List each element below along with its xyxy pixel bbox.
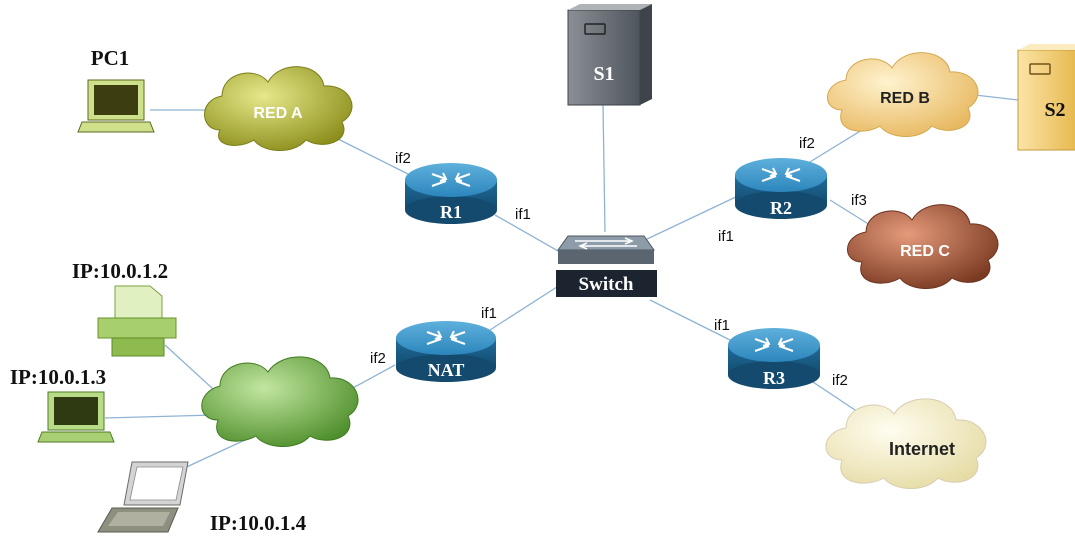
link-switch-r3 — [649, 299, 741, 346]
printer: IP:10.0.1.2 — [72, 259, 177, 357]
cloud-internet: Internet — [825, 398, 987, 490]
r1-if2-label: if2 — [395, 150, 411, 167]
link-s1-switch — [602, 104, 606, 233]
nat-if2-label: if2 — [370, 350, 386, 367]
router-r2: R2 — [735, 158, 827, 219]
router-r3: R3 — [728, 328, 820, 389]
red-a-label: RED A — [253, 105, 303, 122]
r3-if2-label: if2 — [832, 372, 848, 389]
r3-label: R3 — [763, 368, 785, 388]
s2-label: S2 — [1044, 99, 1065, 121]
internet-label: Internet — [889, 439, 955, 459]
interface-labels: if2 if1 if2 if3 if1 if1 if2 if1 if2 — [370, 135, 867, 389]
link-switch-nat — [489, 284, 561, 331]
printer-ip-label: IP:10.0.1.2 — [72, 259, 168, 283]
link-laptop-lan — [179, 439, 246, 471]
link-pc3-lan — [104, 414, 216, 419]
switch-label: Switch — [579, 274, 634, 295]
cloud-lan — [201, 356, 359, 448]
link-reda-r1 — [329, 134, 411, 176]
cloud-red-b: RED B — [827, 52, 979, 138]
router-r1: R1 — [405, 163, 497, 224]
router-nat: NAT — [396, 321, 496, 382]
red-c-label: RED C — [900, 243, 950, 260]
link-switch-r2 — [644, 194, 741, 241]
nat-if1-label: if1 — [481, 305, 497, 322]
pc3-ip-label: IP:10.0.1.3 — [10, 365, 106, 389]
r1-if1-label: if1 — [515, 206, 531, 223]
pc1-computer: PC1 — [77, 46, 155, 133]
cloud-red-a: RED A — [204, 66, 353, 152]
nat-label: NAT — [428, 360, 465, 380]
pc1-label: PC1 — [91, 46, 130, 70]
s1-label: S1 — [593, 63, 614, 85]
laptop: IP:10.0.1.4 — [97, 461, 307, 535]
r2-if1-label: if1 — [718, 228, 734, 245]
link-r1-switch — [494, 214, 566, 256]
r2-label: R2 — [770, 198, 792, 218]
r2-if3-label: if3 — [851, 192, 867, 209]
r1-label: R1 — [440, 202, 462, 222]
cloud-red-c: RED C — [847, 204, 999, 290]
pc3-computer: IP:10.0.1.3 — [10, 365, 115, 443]
r3-if1-label: if1 — [714, 317, 730, 334]
server-s1: S1 — [567, 4, 652, 106]
link-redb-s2 — [974, 94, 1019, 101]
server-s2: S2 — [1017, 44, 1075, 151]
link-r2-redc — [829, 199, 871, 226]
switch: Switch — [556, 235, 657, 297]
laptop-ip-label: IP:10.0.1.4 — [210, 511, 307, 535]
r2-if2-label: if2 — [799, 135, 815, 152]
red-b-label: RED B — [880, 90, 930, 107]
